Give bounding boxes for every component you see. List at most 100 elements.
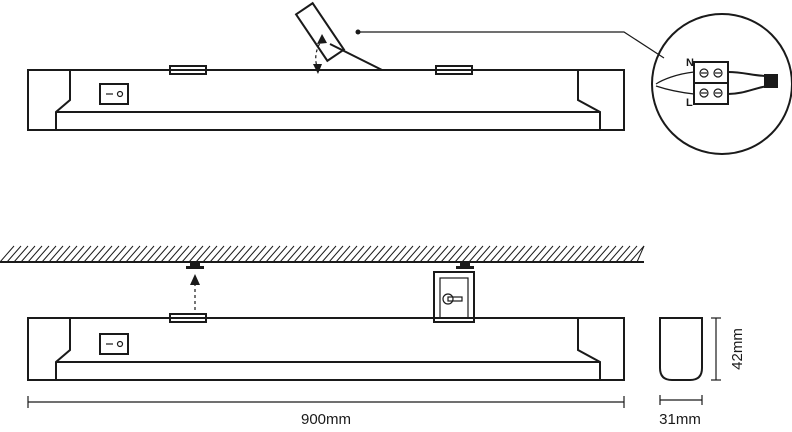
- hatch-stroke: [503, 245, 519, 263]
- hatch-stroke: [139, 245, 155, 263]
- hatch-stroke: [314, 245, 330, 263]
- hatch-stroke: [545, 245, 561, 263]
- hatch-stroke: [496, 245, 512, 263]
- hatch-stroke: [342, 245, 358, 263]
- rocker-switch-icon: [99, 83, 129, 105]
- height-label: 42mm: [729, 328, 746, 370]
- hatch-stroke: [195, 245, 211, 263]
- hatch-stroke: [97, 245, 113, 263]
- hatch-stroke: [573, 245, 589, 263]
- hatch-stroke: [552, 245, 568, 263]
- hatch-stroke: [104, 245, 120, 263]
- hatch-stroke: [356, 245, 372, 263]
- rocker-switch-icon: [99, 333, 129, 355]
- hatch-stroke: [447, 245, 463, 263]
- hatch-stroke: [286, 245, 302, 263]
- hatch-stroke: [125, 245, 141, 263]
- hatch-stroke: [76, 245, 92, 263]
- wire-l-left: [655, 85, 695, 95]
- hatch-stroke: [244, 245, 260, 263]
- profile-shape: [659, 317, 703, 381]
- hatch-stroke: [391, 245, 407, 263]
- hatch-stroke: [272, 245, 288, 263]
- hatch-stroke: [608, 245, 624, 263]
- hatch-stroke: [265, 245, 281, 263]
- length-label: 900mm: [301, 411, 351, 428]
- hatch-stroke: [328, 245, 344, 263]
- hatch-stroke: [370, 245, 386, 263]
- terminal-label-l: L: [686, 97, 693, 109]
- bottom-fixture: [27, 262, 625, 381]
- hatch-stroke: [83, 245, 99, 263]
- hatch-stroke: [223, 245, 239, 263]
- hatch-stroke: [580, 245, 596, 263]
- hatch-stroke: [489, 245, 505, 263]
- hatch-stroke: [405, 245, 421, 263]
- hatch-stroke: [146, 245, 162, 263]
- hatch-stroke: [636, 245, 645, 263]
- hatch-stroke: [6, 245, 22, 263]
- side-profile: 42mm 31mm: [659, 317, 746, 428]
- cover-dashed-arrow: [313, 34, 327, 74]
- hatch-stroke: [559, 245, 575, 263]
- left-end-cap: [27, 69, 71, 131]
- right-end-cap-bottom: [577, 317, 625, 381]
- hatch-stroke: [153, 245, 169, 263]
- fixture-body-bottom: [27, 317, 625, 381]
- hatch-stroke: [237, 245, 253, 263]
- hatch-stroke: [419, 245, 435, 263]
- hatch-stroke: [230, 245, 246, 263]
- terminal-label-n: N: [686, 57, 694, 69]
- hatch-stroke: [454, 245, 470, 263]
- hatch-stroke: [167, 245, 183, 263]
- hatch-stroke: [55, 245, 71, 263]
- hatch-stroke: [468, 245, 484, 263]
- hatch-stroke: [27, 245, 43, 263]
- hatch-stroke: [20, 245, 36, 263]
- hatch-stroke: [300, 245, 316, 263]
- depth-label: 31mm: [659, 411, 701, 428]
- hatch-stroke: [433, 245, 449, 263]
- fixture-body: [27, 69, 625, 131]
- hatch-stroke: [524, 245, 540, 263]
- mounting-clip-right: [435, 65, 473, 75]
- hatch-stroke: [615, 245, 631, 263]
- hatch-stroke: [69, 245, 85, 263]
- cable-l-right: [727, 85, 769, 95]
- ceiling-hatch: [0, 245, 645, 263]
- hatch-stroke: [188, 245, 204, 263]
- hatch-stroke: [377, 245, 393, 263]
- hatch-stroke: [160, 245, 176, 263]
- hatch-stroke: [349, 245, 365, 263]
- hatch-stroke: [258, 245, 274, 263]
- hatch-stroke: [216, 245, 232, 263]
- mount-arrow-head: [190, 274, 200, 285]
- hatch-stroke: [412, 245, 428, 263]
- hatch-stroke: [111, 245, 127, 263]
- hatch-stroke: [398, 245, 414, 263]
- screw-icon: [186, 262, 204, 269]
- hatch-stroke: [566, 245, 582, 263]
- hatch-stroke: [538, 245, 554, 263]
- hatch-stroke: [510, 245, 526, 263]
- hatch-stroke: [440, 245, 456, 263]
- top-fixture: [27, 1, 665, 131]
- hatch-stroke: [181, 245, 197, 263]
- hatch-stroke: [293, 245, 309, 263]
- mounting-clip-left: [169, 65, 207, 75]
- cable-n-right: [727, 71, 769, 77]
- magnifier-circle: [651, 13, 792, 155]
- wire-n-left: [655, 71, 695, 85]
- hatch-stroke: [531, 245, 547, 263]
- hatch-stroke: [202, 245, 218, 263]
- hatch-stroke: [594, 245, 610, 263]
- hatch-stroke: [118, 245, 134, 263]
- hatch-stroke: [34, 245, 50, 263]
- hatch-stroke: [601, 245, 617, 263]
- open-cover: [294, 1, 383, 71]
- hatch-stroke: [461, 245, 477, 263]
- hatch-stroke: [13, 245, 29, 263]
- hatch-stroke: [426, 245, 442, 263]
- hatch-stroke: [174, 245, 190, 263]
